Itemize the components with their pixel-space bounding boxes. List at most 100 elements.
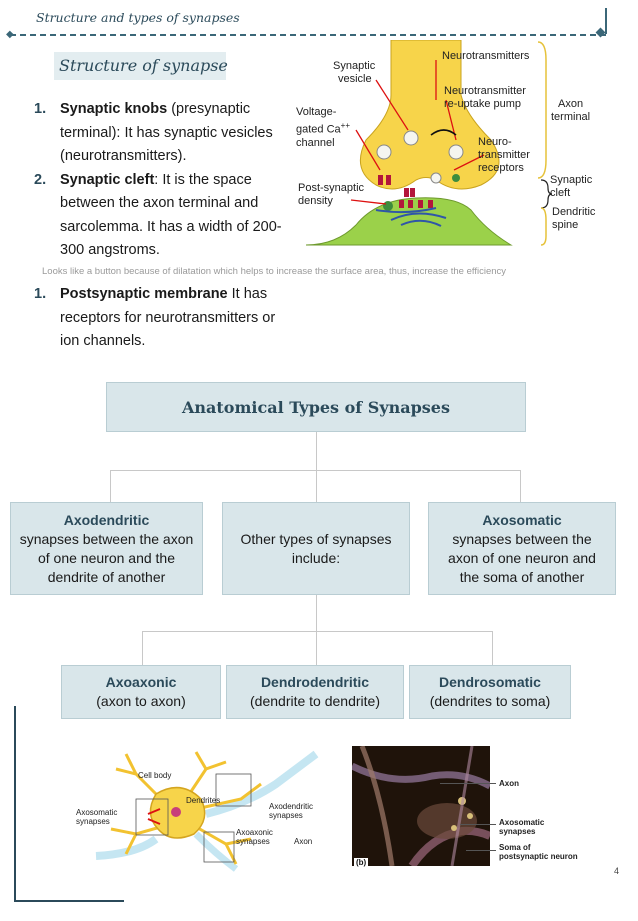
list-desc: : It is the space between the axon termi…	[60, 171, 282, 259]
cleft-brace-shape	[540, 179, 553, 209]
axoaxonic-box: Axoaxonic (axon to axon)	[61, 665, 221, 719]
label-axon: Axon	[294, 837, 313, 846]
label-line: synapses	[236, 837, 270, 846]
receptor-group	[378, 175, 433, 208]
connector-line	[520, 470, 521, 502]
photo-label-axosomatic: Axosomatic synapses	[499, 818, 544, 836]
neuron-illustration	[95, 750, 319, 872]
connector-line	[110, 470, 111, 502]
list-item: 1. Synaptic knobs (presynaptic terminal)…	[34, 98, 296, 169]
list-item: 2. Synaptic cleft: It is the space betwe…	[34, 169, 296, 263]
note-text: Looks like a button because of dilatatio…	[42, 266, 507, 277]
postsynaptic-density-shape	[375, 207, 447, 227]
label-line: re-uptake pump	[444, 98, 522, 110]
other-types-box: Other types of synapses include:	[222, 502, 410, 595]
label-sup: ++	[340, 121, 350, 130]
list-text: Synaptic cleft: It is the space between …	[60, 169, 296, 263]
axosomatic-name: Axosomatic	[482, 511, 562, 528]
dendrodendritic-name: Dendrodendritic	[260, 674, 370, 690]
label-synaptic-vesicle: Synaptic vesicle	[333, 60, 375, 86]
connector-line	[316, 595, 317, 631]
label-cell-body: Cell body	[138, 771, 172, 780]
label-reuptake-pump: Neurotransmitter re-uptake pump	[444, 85, 526, 111]
photo-panel-label: (b)	[354, 858, 369, 867]
spine-brace-shape	[540, 207, 547, 246]
axosomatic-desc: synapses between the axon of one neuron …	[448, 530, 596, 585]
axon-tube-shape	[205, 750, 319, 818]
label-dendrites: Dendrites	[186, 796, 221, 805]
label-line: Synaptic	[333, 60, 376, 72]
list-term: Postsynaptic membrane	[60, 286, 228, 302]
vesicle-shape	[430, 172, 442, 184]
structure-list: 1. Synaptic knobs (presynaptic terminal)…	[34, 98, 296, 263]
dendrosomatic-desc: (dendrites to soma)	[429, 693, 551, 709]
page-number: 4	[614, 866, 620, 876]
label-axoaxonic-synapses: Axoaxonic synapses	[236, 828, 273, 846]
neuron-diagram: Cell body Dendrites Axosomatic synapses …	[76, 744, 328, 874]
dash-arrow-left-icon: ◆	[6, 29, 14, 40]
list-number: 2.	[34, 171, 47, 188]
dendrodendritic-desc: (dendrite to dendrite)	[250, 693, 380, 709]
arrow-shape	[350, 199, 387, 205]
page-accent-vertical	[14, 706, 16, 902]
connector-line	[110, 470, 520, 471]
label-line: synapses	[499, 827, 536, 836]
axoaxonic-tube-shape	[193, 831, 239, 872]
connector-line	[142, 631, 492, 632]
label-line: Axon	[558, 98, 584, 110]
highlight-box-shape	[215, 773, 252, 807]
axosomatic-mark-shape	[147, 808, 161, 825]
reuptake-pump-shape	[452, 174, 460, 182]
photo-label-axon: Axon	[499, 779, 519, 788]
list-number: 1.	[34, 101, 47, 117]
pointer-line	[466, 850, 496, 851]
label-line: transmitter	[478, 149, 530, 161]
pointer-line	[460, 824, 496, 825]
label-line: Dendritic	[552, 206, 596, 218]
section-title: Structure of synapse	[54, 52, 228, 80]
label-neurotransmitters: Neurotransmitters	[442, 50, 530, 62]
structure-list-2: 1. Postsynaptic membrane It has receptor…	[34, 283, 296, 354]
reuptake-arrow-shape	[430, 129, 457, 136]
label-line: receptors	[478, 162, 524, 174]
micrograph-image	[352, 746, 490, 866]
vesicle-shape	[403, 130, 419, 146]
label-synaptic-cleft: Synaptic cleft	[550, 174, 592, 200]
list-number: 1.	[34, 286, 47, 302]
vesicle-shape	[448, 144, 464, 160]
types-title: Anatomical Types of Synapses	[182, 397, 450, 417]
connector-line	[492, 631, 493, 665]
connector-line	[316, 631, 317, 665]
axosomatic-box: Axosomatic synapses between the axon of …	[428, 502, 616, 595]
label-line: Axosomatic	[76, 808, 118, 817]
micrograph-illustration	[352, 746, 490, 866]
list-text: Postsynaptic membrane It has receptors f…	[60, 283, 296, 354]
label-line: synapses	[76, 817, 110, 826]
axon-brace-shape	[537, 41, 547, 179]
incoming-axon-shape	[95, 835, 159, 860]
connector-line	[142, 631, 143, 665]
label-line: Axodendritic	[269, 802, 314, 811]
label-line: postsynaptic neuron	[499, 852, 578, 861]
types-title-box: Anatomical Types of Synapses	[106, 382, 526, 432]
photo-label-soma: Soma of postsynaptic neuron	[499, 843, 578, 861]
label-dendritic-spine: Dendritic spine	[552, 206, 595, 232]
label-line: spine	[552, 219, 579, 231]
synapse-diagram: Neurotransmitters Synaptic vesicle Neuro…	[296, 39, 601, 250]
dendrosomatic-name: Dendrosomatic	[439, 674, 541, 690]
axoaxonic-desc: (axon to axon)	[96, 693, 186, 709]
page-accent-horizontal	[14, 900, 124, 902]
label-line: Soma of	[499, 843, 531, 852]
connector-line	[316, 432, 317, 502]
label-line: Neurotransmitter	[444, 85, 526, 97]
page-header-title: Structure and types of synapses	[36, 10, 240, 25]
label-axodendritic-synapses: Axodendritic synapses	[269, 802, 313, 820]
label-line: Axoaxonic	[236, 828, 273, 837]
label-line: terminal	[551, 111, 591, 123]
pointer-line	[440, 783, 496, 784]
vesicle-shape	[376, 144, 392, 160]
header-divider	[10, 34, 606, 36]
label-axon-terminal: Axon terminal	[551, 98, 590, 124]
other-types-desc: Other types of synapses include:	[240, 530, 392, 566]
post-density-shape	[383, 201, 393, 211]
